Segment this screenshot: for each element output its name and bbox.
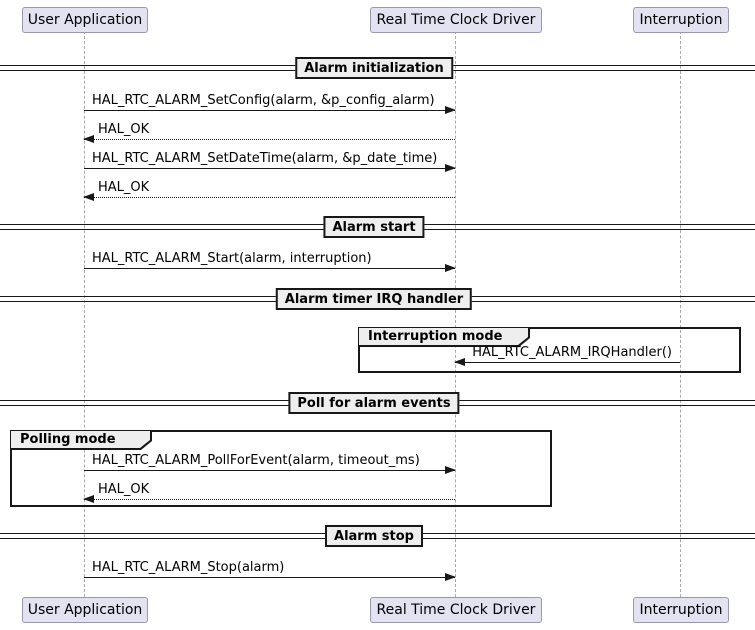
participant-rtc-driver-top: Real Time Clock Driver	[370, 7, 542, 33]
participant-label: User Application	[27, 12, 143, 28]
message-label: HAL_RTC_ALARM_Start(alarm, interruption)	[92, 251, 372, 266]
participant-interruption-bottom: Interruption	[633, 597, 729, 623]
message-arrow-line	[84, 197, 455, 198]
message-setdatetime-return: HAL_OK	[83, 180, 455, 201]
message-arrow-line	[84, 110, 455, 111]
lifeline-rtc-driver	[455, 31, 456, 597]
message-pollforevent-return: HAL_OK	[83, 482, 455, 503]
message-setconfig-return: HAL_OK	[83, 122, 455, 143]
frame-tab: Interruption mode	[358, 327, 530, 347]
message-arrow-line	[84, 268, 455, 269]
participant-label: Interruption	[639, 602, 723, 618]
message-setconfig: HAL_RTC_ALARM_SetConfig(alarm, &p_config…	[84, 93, 456, 114]
message-label: HAL_RTC_ALARM_SetDateTime(alarm, &p_date…	[92, 151, 438, 166]
divider-label-poll-for-alarm-events: Poll for alarm events	[288, 392, 460, 414]
frame-interruption-mode: Interruption mode	[358, 327, 741, 373]
lifeline-user-application	[84, 31, 85, 597]
participant-label: Real Time Clock Driver	[376, 12, 536, 28]
arrowhead-left-icon	[454, 358, 465, 366]
divider-label-alarm-stop: Alarm stop	[325, 525, 423, 547]
participant-label: Interruption	[639, 12, 723, 28]
participant-rtc-driver-bottom: Real Time Clock Driver	[370, 597, 542, 623]
frame-polling-mode: Polling mode	[10, 430, 552, 507]
message-arrow-line	[84, 499, 455, 500]
message-label: HAL_RTC_ALARM_SetConfig(alarm, &p_config…	[92, 93, 435, 108]
message-arrow-line	[84, 577, 455, 578]
message-label: HAL_RTC_ALARM_PollForEvent(alarm, timeou…	[92, 453, 420, 468]
arrowhead-left-icon	[83, 495, 94, 503]
participant-user-application-top: User Application	[22, 7, 148, 33]
participant-label: User Application	[27, 602, 143, 618]
message-arrow-line	[84, 139, 455, 140]
arrowhead-right-icon	[445, 573, 456, 581]
frame-label: Polling mode	[11, 431, 150, 448]
message-label: HAL_OK	[98, 122, 150, 137]
participant-label: Real Time Clock Driver	[376, 602, 536, 618]
frame-tab: Polling mode	[10, 430, 152, 450]
arrowhead-right-icon	[445, 106, 456, 114]
message-setdatetime: HAL_RTC_ALARM_SetDateTime(alarm, &p_date…	[84, 151, 456, 172]
frame-label: Interruption mode	[359, 328, 528, 345]
message-arrow-line	[84, 470, 455, 471]
message-start: HAL_RTC_ALARM_Start(alarm, interruption)	[84, 251, 456, 272]
message-arrow-line	[84, 168, 455, 169]
message-arrow-line	[455, 362, 680, 363]
participant-interruption-top: Interruption	[633, 7, 729, 33]
arrowhead-right-icon	[445, 164, 456, 172]
divider-label-alarm-initialization: Alarm initialization	[295, 57, 453, 79]
message-pollforevent: HAL_RTC_ALARM_PollForEvent(alarm, timeou…	[84, 453, 456, 474]
divider-label-alarm-start: Alarm start	[323, 216, 425, 238]
message-label: HAL_RTC_ALARM_IRQHandler()	[472, 345, 672, 360]
arrowhead-left-icon	[83, 135, 94, 143]
lifeline-interruption	[680, 31, 681, 597]
divider-label-alarm-timer-irq-handler: Alarm timer IRQ handler	[275, 288, 473, 310]
message-label: HAL_OK	[98, 180, 150, 195]
message-label: HAL_RTC_ALARM_Stop(alarm)	[92, 560, 285, 575]
participant-user-application-bottom: User Application	[22, 597, 148, 623]
message-stop: HAL_RTC_ALARM_Stop(alarm)	[84, 560, 456, 581]
message-label: HAL_OK	[98, 482, 150, 497]
arrowhead-right-icon	[445, 264, 456, 272]
arrowhead-right-icon	[445, 466, 456, 474]
arrowhead-left-icon	[83, 193, 94, 201]
message-irqhandler: HAL_RTC_ALARM_IRQHandler()	[454, 345, 680, 366]
